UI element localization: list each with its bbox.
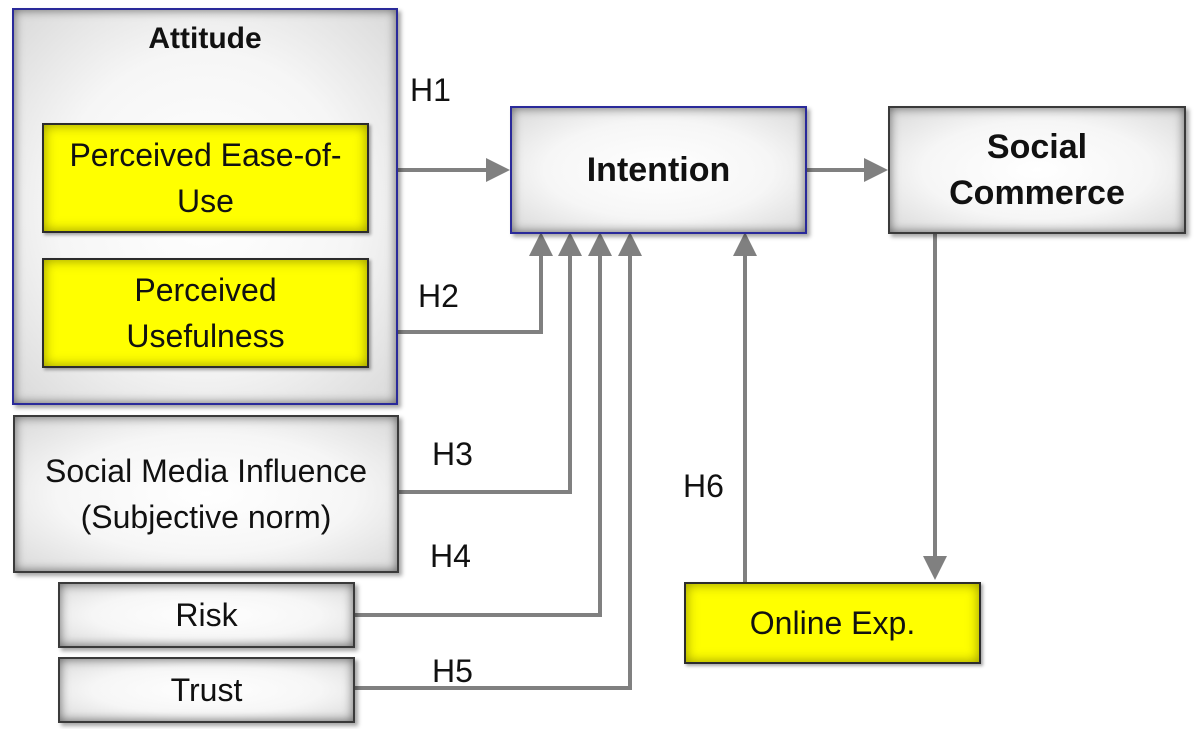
arrow-h2 — [368, 232, 553, 334]
social-commerce-box: Social Commerce — [888, 106, 1186, 234]
hypothesis-h1: H1 — [410, 72, 451, 108]
social-media-label: Social Media Influence (Subjective norm) — [45, 453, 367, 535]
hypothesis-h5: H5 — [432, 653, 473, 689]
usefulness-label: Perceived Usefulness — [126, 272, 285, 354]
ease-of-use-label: Perceived Ease-of-Use — [69, 137, 342, 219]
arrow-h3 — [398, 232, 582, 494]
trust-label: Trust — [170, 672, 243, 708]
risk-label: Risk — [175, 597, 238, 633]
hypothesis-h4: H4 — [430, 538, 471, 574]
arrow-h5 — [354, 232, 642, 690]
online-exp-label: Online Exp. — [749, 605, 916, 641]
social-media-box: Social Media Influence (Subjective norm) — [13, 415, 399, 573]
intention-label: Intention — [586, 151, 731, 189]
hypothesis-h3: H3 — [432, 436, 473, 472]
arrow-h4 — [354, 232, 612, 617]
risk-box: Risk — [58, 582, 355, 648]
intention-box: Intention — [510, 106, 807, 234]
usefulness-box: Perceived Usefulness — [42, 258, 369, 368]
hypothesis-h6: H6 — [683, 468, 724, 504]
ease-of-use-box: Perceived Ease-of-Use — [42, 123, 369, 233]
online-exp-box: Online Exp. — [684, 582, 981, 664]
attitude-title: Attitude — [148, 22, 262, 55]
hypothesis-h2: H2 — [418, 278, 459, 314]
trust-box: Trust — [58, 657, 355, 723]
social-commerce-label: Social Commerce — [949, 128, 1125, 212]
